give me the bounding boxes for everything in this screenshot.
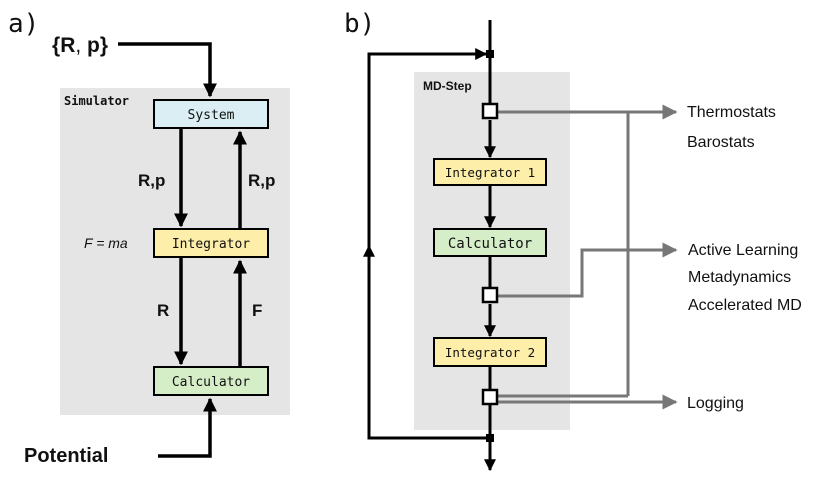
loop-exit-junction	[486, 434, 494, 442]
active-learning-hook	[481, 286, 499, 304]
forces-up-label: F	[252, 301, 262, 320]
metadynamics-label: Metadynamics	[688, 269, 791, 286]
input-state-label: {R, p}	[52, 34, 108, 57]
panel-a: a) Simulator {R, p} System Integrator F …	[8, 9, 290, 467]
active-learning-label: Active Learning	[688, 242, 798, 259]
panel-a-label: a)	[8, 9, 39, 39]
integrator1-box-label: Integrator 1	[445, 165, 535, 180]
integrator2-box	[433, 337, 547, 367]
calculator-box-b	[433, 228, 547, 257]
newton-equation: F = ma	[84, 235, 128, 251]
potential-label: Potential	[24, 445, 108, 467]
calculator-box-label: Calculator	[172, 375, 250, 390]
positions-down-label: R	[157, 301, 169, 320]
panel-b: b) MD-Step Integrator 1	[344, 9, 802, 472]
thermostat-hook	[481, 102, 499, 120]
accelerated-md-label: Accelerated MD	[688, 297, 802, 314]
input-state-arrow	[118, 42, 217, 98]
integrator-box-label: Integrator	[172, 237, 250, 252]
integrator2-box-label: Integrator 2	[445, 345, 535, 360]
calculator-box	[153, 366, 269, 396]
hook-lines	[496, 104, 678, 410]
thermostats-label: Thermostats	[687, 104, 776, 121]
potential-arrow	[158, 397, 217, 458]
loop-entry-junction	[486, 50, 494, 58]
calculator-box-b-label: Calculator	[448, 236, 532, 252]
state-down-label: R,p	[138, 171, 165, 190]
active-learning-output-arrow	[496, 242, 678, 298]
barostats-label: Barostats	[687, 134, 755, 151]
integrator1-box	[433, 158, 547, 186]
integrator-box	[153, 228, 269, 258]
panel-b-label: b)	[344, 9, 375, 39]
simulator-group-title: Simulator	[64, 94, 129, 108]
md-step-group-title: MD-Step	[423, 79, 472, 93]
logging-hook	[481, 388, 499, 406]
system-box	[153, 99, 269, 129]
system-box-label: System	[188, 108, 235, 123]
logging-label: Logging	[687, 395, 744, 412]
state-up-label: R,p	[248, 171, 275, 190]
